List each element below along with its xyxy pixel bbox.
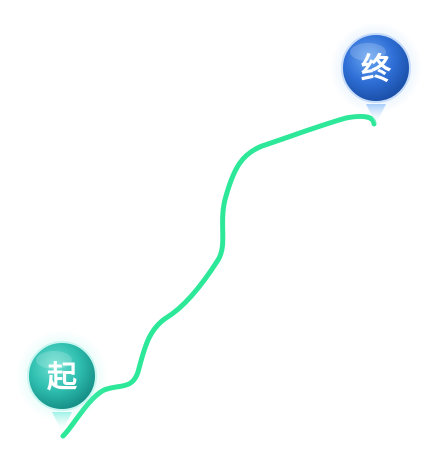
start-marker-label: 起 — [47, 360, 78, 395]
start-marker-pin — [27, 341, 97, 411]
end-marker-label: 终 — [361, 52, 392, 87]
start-marker-pin-tip — [52, 412, 72, 432]
start-marker[interactable]: 起 — [16, 330, 108, 432]
end-marker[interactable]: 终 — [330, 22, 422, 124]
end-marker-highlight — [350, 43, 386, 61]
end-marker-pin — [341, 33, 411, 103]
route-line — [60, 113, 377, 439]
end-marker-pin-tip — [366, 104, 386, 124]
start-marker-highlight — [36, 351, 72, 369]
